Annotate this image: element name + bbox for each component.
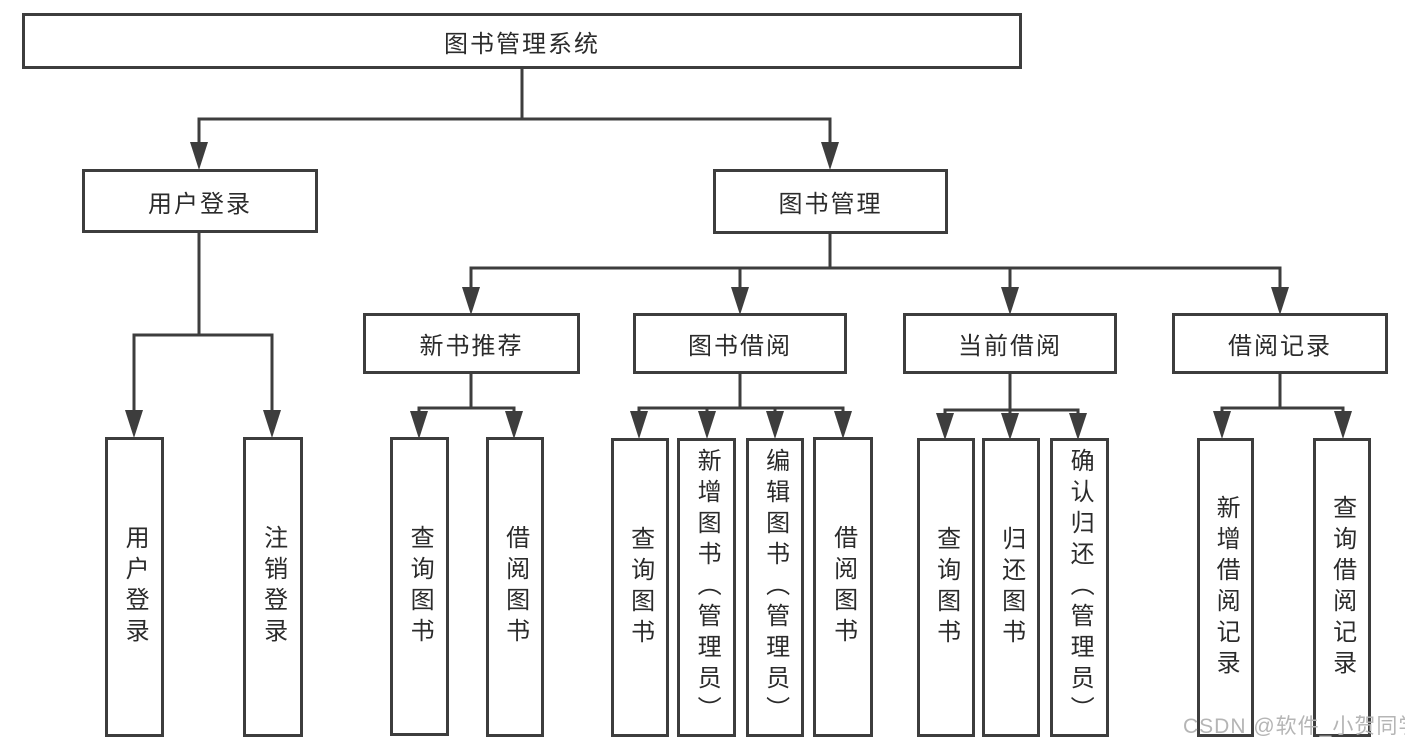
node-book-management-label: 图书管理 (778, 191, 883, 218)
arrow-down-icon (1271, 287, 1289, 315)
leaf-logout: 注销登录 (243, 437, 303, 737)
leaf-borrow-query-books-label: 查询图书 (626, 525, 654, 650)
arrow-down-icon (462, 287, 480, 315)
connector-new-rec-children (410, 372, 523, 439)
arrow-down-icon (630, 411, 648, 439)
node-current-borrow-label: 当前借阅 (958, 333, 1062, 360)
leaf-user-login: 用户登录 (105, 437, 164, 737)
connector-borrow-children (630, 372, 852, 439)
leaf-recommend-query-books-label: 查询图书 (406, 524, 434, 649)
node-root-system: 图书管理系统 (22, 13, 1022, 69)
leaf-user-login-label: 用户登录 (121, 525, 149, 649)
leaf-records-query-record: 查询借阅记录 (1313, 438, 1371, 737)
arrow-down-icon (1069, 413, 1087, 440)
node-book-borrow: 图书借阅 (633, 313, 847, 374)
connector-root-to-level2 (190, 68, 839, 170)
leaf-records-add-record-label: 新增借阅记录 (1212, 494, 1240, 681)
node-borrow-records-label: 借阅记录 (1228, 333, 1332, 360)
leaf-borrow-borrow-books-label: 借阅图书 (829, 525, 857, 649)
leaf-recommend-query-books: 查询图书 (390, 437, 449, 736)
leaf-current-confirm-return-admin-label: 确认归还（管理员） (1066, 448, 1094, 727)
leaf-records-query-record-label: 查询借阅记录 (1328, 494, 1356, 681)
node-user-login-label: 用户登录 (148, 190, 252, 218)
connector-records-children (1213, 372, 1352, 439)
watermark-text: CSDN @软件_小贺同学 (1183, 715, 1405, 738)
node-book-management: 图书管理 (713, 169, 948, 234)
arrow-down-icon (821, 142, 839, 170)
leaf-borrow-edit-books-admin-label: 编辑图书（管理员） (761, 448, 789, 727)
arrow-down-icon (766, 411, 784, 439)
node-current-borrow: 当前借阅 (903, 313, 1117, 374)
leaf-current-query-books: 查询图书 (917, 438, 975, 737)
leaf-current-return-books-label: 归还图书 (997, 525, 1025, 650)
arrow-down-icon (505, 411, 523, 439)
node-book-borrow-label: 图书借阅 (688, 333, 792, 360)
arrow-down-icon (834, 411, 852, 439)
leaf-recommend-borrow-books-label: 借阅图书 (501, 525, 529, 649)
node-borrow-records: 借阅记录 (1172, 313, 1388, 374)
leaf-current-query-books-label: 查询图书 (932, 525, 960, 650)
leaf-borrow-edit-books-admin: 编辑图书（管理员） (746, 438, 804, 737)
leaf-borrow-query-books: 查询图书 (611, 438, 669, 737)
arrow-down-icon (190, 142, 208, 170)
connector-book-mgmt-children (462, 231, 1289, 315)
leaf-borrow-add-books-admin-label: 新增图书（管理员） (693, 448, 721, 727)
leaf-logout-label: 注销登录 (259, 525, 287, 649)
arrow-down-icon (1001, 287, 1019, 315)
leaf-borrow-add-books-admin: 新增图书（管理员） (677, 438, 736, 737)
leaf-borrow-borrow-books: 借阅图书 (813, 437, 873, 737)
arrow-down-icon (1334, 411, 1352, 439)
leaf-current-confirm-return-admin: 确认归还（管理员） (1050, 438, 1109, 737)
arrow-down-icon (125, 410, 143, 438)
arrow-down-icon (698, 411, 716, 439)
arrow-down-icon (1001, 413, 1019, 440)
arrow-down-icon (410, 411, 428, 439)
leaf-recommend-borrow-books: 借阅图书 (486, 437, 544, 737)
connector-current-children (936, 372, 1087, 440)
leaf-records-add-record: 新增借阅记录 (1197, 438, 1254, 737)
connector-user-login-children (125, 230, 281, 438)
node-new-book-recommend-label: 新书推荐 (419, 333, 524, 360)
arrow-down-icon (731, 287, 749, 315)
arrow-down-icon (1213, 411, 1231, 439)
node-user-login: 用户登录 (82, 169, 318, 233)
node-new-book-recommend: 新书推荐 (363, 313, 580, 374)
leaf-current-return-books: 归还图书 (982, 438, 1040, 737)
arrow-down-icon (263, 410, 281, 438)
node-root-label: 图书管理系统 (444, 30, 600, 58)
arrow-down-icon (936, 413, 954, 440)
